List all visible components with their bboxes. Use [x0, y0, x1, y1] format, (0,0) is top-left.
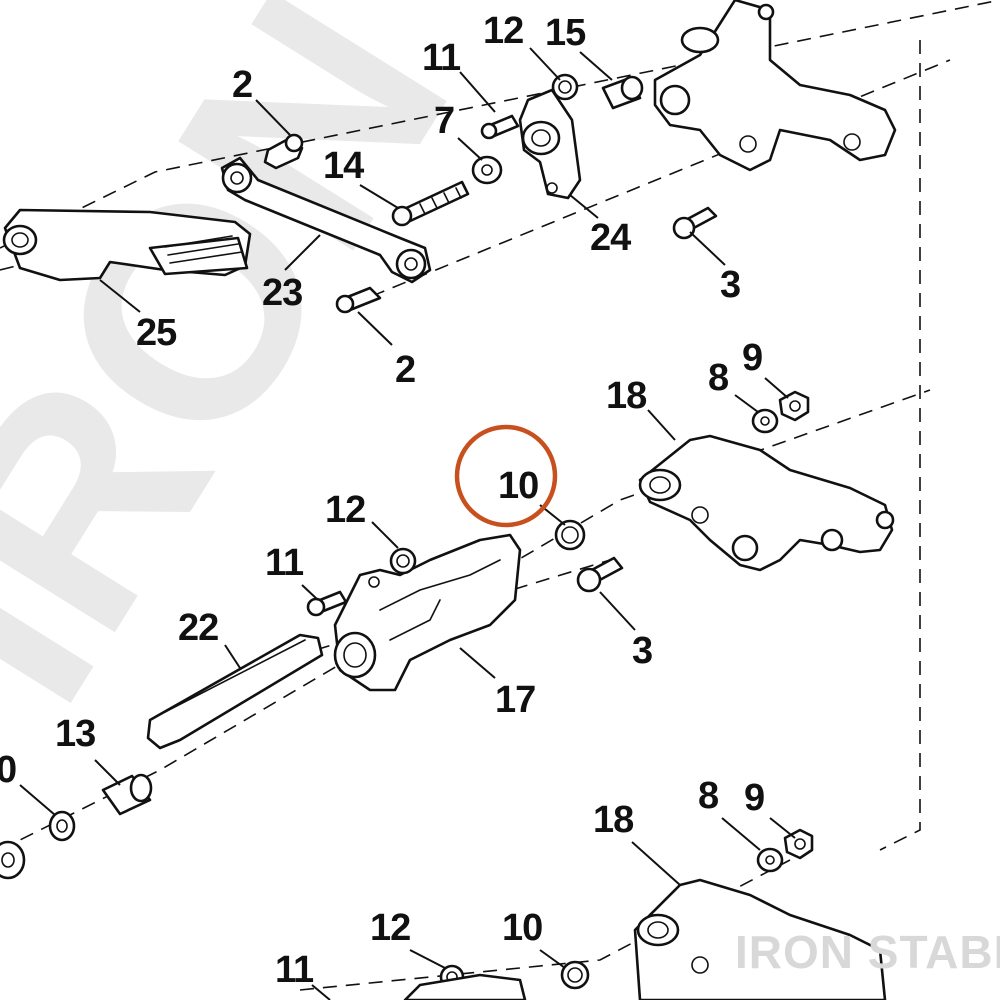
callout-25: 25 — [136, 312, 177, 354]
part-10-washer-mid — [554, 519, 586, 551]
part-12-clip-top — [551, 73, 579, 101]
part-14-long-bolt — [391, 180, 470, 227]
callout-9-mid: 9 — [742, 337, 762, 379]
part-2-bolt-top — [263, 133, 304, 170]
callout-2-top: 2 — [232, 64, 252, 106]
callout-17: 17 — [495, 679, 535, 721]
part-24-lever — [518, 88, 582, 200]
callout-23: 23 — [262, 272, 302, 314]
part-2-bolt-mid — [335, 286, 382, 314]
callout-9-bottom: 9 — [744, 777, 764, 819]
highlight-circle — [454, 424, 558, 528]
bracket-top — [653, 0, 897, 172]
left-edge-washer — [0, 840, 26, 880]
callout-3-mid: 3 — [632, 630, 652, 672]
callout-7: 7 — [434, 100, 454, 142]
callout-11-bottom: 11 — [275, 949, 314, 991]
part-22-pad — [146, 633, 324, 750]
callout-18-mid: 18 — [606, 375, 646, 417]
part-7-washer — [471, 155, 503, 185]
part-11-bolt-top — [480, 114, 520, 140]
part-9-nut-bottom — [783, 828, 814, 860]
callout-11-mid: 11 — [265, 542, 304, 584]
callout-3-top: 3 — [720, 264, 740, 306]
middle-assembly — [0, 390, 895, 880]
callout-22: 22 — [178, 607, 218, 649]
top-assembly — [2, 0, 897, 314]
callout-10-mid: 10 — [498, 465, 538, 507]
callout-12-top: 12 — [483, 10, 523, 52]
callout-18-bottom: 18 — [593, 799, 633, 841]
part-3-screw-mid — [576, 556, 624, 593]
callout-14: 14 — [323, 145, 364, 187]
part-3-screw-top — [672, 206, 718, 240]
part-13-bushing — [101, 773, 153, 816]
callout-10-bottom: 10 — [502, 907, 542, 949]
part-17-footpeg — [333, 533, 522, 692]
part-15-bushing — [601, 75, 644, 110]
top-left-axis — [0, 249, 81, 271]
footpeg-bottom — [403, 973, 527, 1000]
part-8-washer-mid — [751, 408, 779, 434]
callout-13: 13 — [55, 713, 95, 755]
part-11-bolt-mid — [306, 590, 348, 617]
callout-12-mid: 12 — [325, 489, 365, 531]
part-18-bracket-bottom — [633, 878, 887, 1000]
part-23-shift-rod — [220, 156, 432, 284]
brand-logo: IRON STABLE — [735, 926, 1000, 978]
part-8-washer-bottom — [756, 847, 784, 873]
part-9-nut-mid — [778, 390, 810, 422]
callout-2-mid: 2 — [395, 349, 415, 391]
callout-12-bottom: 12 — [370, 907, 410, 949]
part-10-washer-bottom — [560, 960, 590, 990]
callout-8-bottom: 8 — [698, 775, 718, 817]
callout-labels: 2 11 12 15 7 14 24 3 23 25 2 18 8 9 10 1… — [0, 10, 765, 991]
callout-24: 24 — [590, 217, 631, 259]
callout-11-top: 11 — [422, 37, 461, 79]
part-12-clip-mid — [389, 547, 417, 575]
frame-bracket-axis — [879, 40, 921, 851]
bottom-assembly — [403, 828, 887, 1000]
part-18-bracket-mid — [638, 434, 895, 572]
callout-8-mid: 8 — [708, 357, 728, 399]
part-10-washer-left — [48, 810, 76, 842]
callout-15: 15 — [545, 12, 586, 54]
part-25-pedal — [2, 208, 252, 282]
callout-10-left: 0 — [0, 749, 16, 791]
